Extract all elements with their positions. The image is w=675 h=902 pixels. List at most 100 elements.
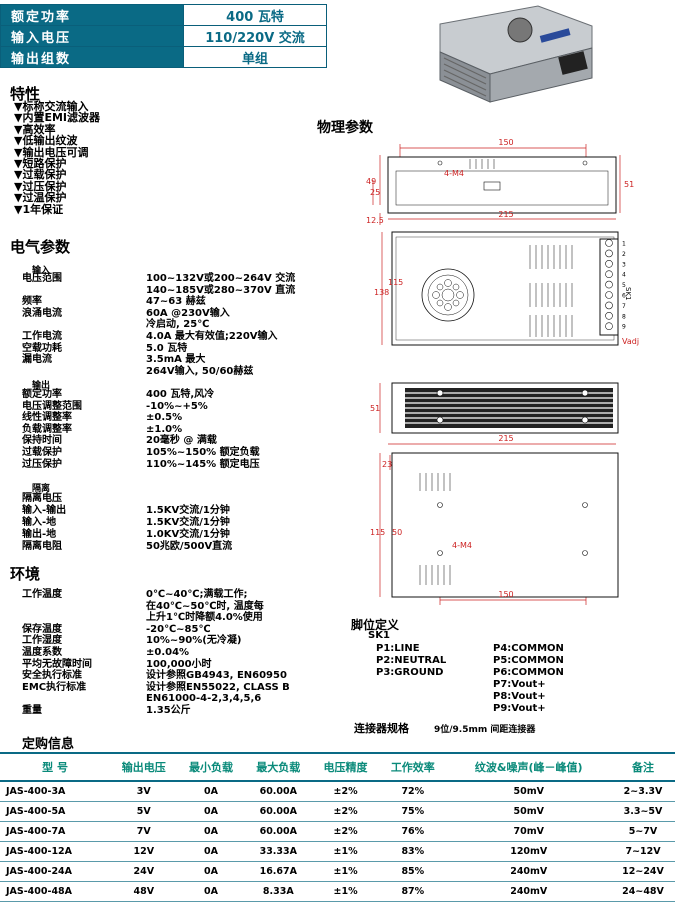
input-label: 输入: [32, 266, 51, 276]
terminal-number: 7: [622, 303, 626, 310]
table-cell: 75%: [379, 801, 447, 822]
order-header: 最小负载: [177, 752, 245, 782]
table-cell: 72%: [379, 781, 447, 802]
spec-key: 温度系数: [22, 647, 62, 658]
feature-item: ▼过温保护: [14, 191, 67, 205]
pin-item: P9:Vout+: [493, 703, 546, 714]
order-header: 纹波&噪声(峰－峰值): [446, 752, 612, 782]
spec-value: 50兆欧/500V直流: [146, 541, 233, 552]
isolation-label: 隔离: [32, 484, 51, 494]
dim-138: 138: [374, 288, 389, 297]
terminal-number: 8: [622, 313, 626, 320]
order-header: 型 号: [0, 752, 111, 782]
table-cell: 0A: [177, 801, 245, 822]
table-cell: 83%: [379, 841, 447, 862]
table-cell: 76%: [379, 821, 447, 842]
table-cell: 12V: [110, 841, 178, 862]
dim-215-a: 215: [498, 210, 513, 219]
spec-value: 在40℃~50℃时, 温度每: [146, 600, 264, 612]
spec-key: 工作电流: [22, 331, 62, 342]
table-cell: 240mV: [446, 861, 612, 882]
terminal-screw: [605, 260, 613, 268]
spec-value: 设计参照EN55022, CLASS B: [146, 681, 290, 693]
feature-item: ▼短路保护: [14, 157, 67, 171]
spec-key: 线性调整率: [22, 412, 72, 424]
table-cell: 0A: [177, 821, 245, 842]
table-cell: 33.33A: [244, 841, 312, 862]
spec-value: 1.5KV交流/1分钟: [146, 505, 230, 516]
screw-label-bottom: 4-M4: [452, 541, 472, 550]
header-row: 输出组数单组: [0, 46, 327, 68]
electrical-title: 电气参数: [10, 238, 71, 256]
table-cell: 0A: [177, 781, 245, 802]
terminal-screw: [605, 291, 613, 299]
header-value: 单组: [183, 46, 327, 68]
feature-item: ▼过压保护: [14, 179, 67, 193]
features-list: ▼标称交流输入▼内置EMI滤波器▼高效率▼低输出纹波▼输出电压可调▼短路保护▼过…: [14, 101, 100, 215]
spec-value: 47~63 赫兹: [146, 296, 206, 308]
feature-item: ▼标称交流输入: [14, 100, 89, 113]
spec-key: 工作湿度: [22, 635, 62, 647]
pin-item: P6:COMMON: [493, 667, 564, 678]
table-cell: 3V: [110, 781, 178, 802]
spec-key: 隔离电阻: [22, 541, 62, 552]
header-value: 400 瓦特: [183, 4, 327, 26]
pin-item: P3:GROUND: [376, 667, 444, 678]
spec-value: 400 瓦特,风冷: [146, 389, 215, 400]
spec-key: 电压调整范围: [22, 400, 82, 412]
spec-key: 输入-输出: [22, 505, 67, 516]
table-cell: JAS-400-5A: [0, 801, 111, 822]
spec-key: 频率: [22, 296, 42, 308]
spec-value: 0℃~40℃;满载工作;: [146, 589, 248, 600]
order-title: 定购信息: [22, 737, 75, 752]
spec-key: 输出-地: [22, 529, 57, 540]
header-key: 输出组数: [0, 46, 184, 68]
table-cell: 7~12V: [611, 841, 675, 862]
spec-key: 保持时间: [22, 435, 62, 447]
header-value: 110/220V 交流: [183, 25, 327, 47]
spec-value: -20℃~85℃: [146, 623, 211, 635]
table-cell: 12~24V: [611, 861, 675, 882]
dim-23: 23: [382, 460, 392, 469]
spec-key: 电压范围: [22, 273, 62, 284]
order-header: 工作效率: [379, 752, 447, 782]
dim-top-49: 49: [366, 177, 376, 186]
terminal-number: 4: [622, 272, 626, 279]
spec-value: 100,000小时: [146, 658, 212, 670]
sk1-label: SK1: [624, 287, 632, 301]
spec-key: 空载功耗: [22, 342, 62, 354]
dim-215-b: 215: [498, 434, 513, 443]
spec-value: 264V输入, 50/60赫兹: [146, 365, 254, 377]
spec-key: 浪涌电流: [22, 307, 62, 319]
feature-item: ▼输出电压可调: [14, 145, 89, 159]
dim-115-a: 115: [388, 278, 403, 287]
table-cell: 85%: [379, 861, 447, 882]
feature-item: ▼低输出纹波: [14, 134, 78, 148]
table-cell: ±1%: [311, 861, 380, 882]
terminal-number: 1: [622, 241, 626, 248]
spec-value: 10%~90%(无冷凝): [146, 635, 242, 647]
spec-key: 重量: [22, 705, 42, 716]
spec-value: 60A @230V输入: [146, 307, 230, 319]
table-cell: 50mV: [446, 801, 612, 822]
pin-item: P1:LINE: [376, 643, 420, 654]
table-cell: 24V: [110, 861, 178, 882]
feature-item: ▼高效率: [14, 122, 56, 136]
spec-value: 100~132V或200~264V 交流: [146, 273, 296, 284]
terminal-screw: [605, 301, 613, 310]
output-label: 输出: [32, 381, 51, 391]
spec-key: 平均无故障时间: [22, 658, 92, 670]
header-key: 额定功率: [0, 4, 184, 26]
terminal-screw: [605, 280, 613, 289]
table-cell: ±1%: [311, 841, 380, 862]
spec-value: 3.5mA 最大: [146, 354, 206, 366]
table-cell: 70mV: [446, 821, 612, 842]
table-cell: ±2%: [311, 801, 380, 822]
dim-12-5: 12.5: [366, 216, 384, 225]
table-cell: ±2%: [311, 821, 380, 842]
features-title: 特性: [10, 85, 41, 103]
spec-value: 设计参照GB4943, EN60950: [146, 670, 287, 682]
spec-value: ±0.04%: [146, 647, 190, 658]
